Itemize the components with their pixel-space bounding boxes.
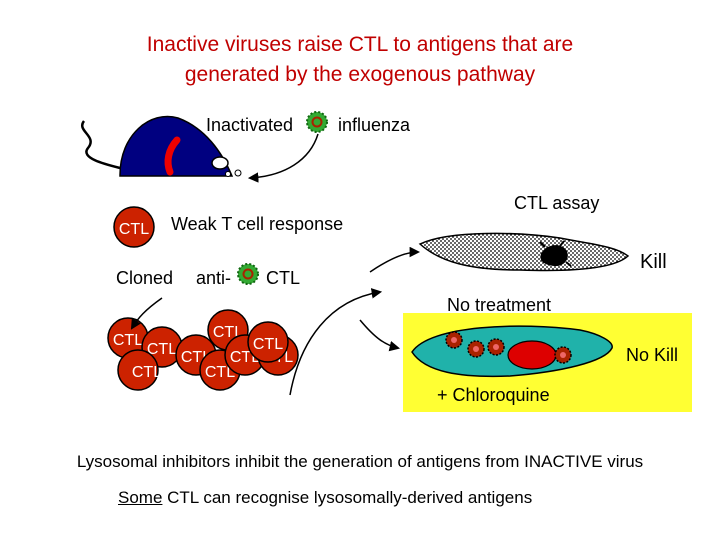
no-kill-label: No Kill <box>626 345 679 365</box>
arrow-icon <box>369 246 421 273</box>
lysosomal-statement: Lysosomal inhibitors inhibit the generat… <box>76 452 644 471</box>
chloroquine-label: + Chloroquine <box>437 385 550 405</box>
arrow-icon <box>289 288 383 396</box>
arrow-icon <box>130 297 163 330</box>
weak-response-label: Weak T cell response <box>171 214 344 234</box>
page-title: Inactive viruses raise CTL to antigens t… <box>0 30 720 90</box>
cloned-label: Cloned <box>116 268 174 288</box>
title-line-1: Inactive viruses raise CTL to antigens t… <box>146 33 574 56</box>
virus-icon <box>306 111 328 133</box>
mouse-icon <box>81 115 242 177</box>
ctl-cell-label: CTL <box>253 336 283 353</box>
virus-icon <box>487 338 505 356</box>
anti-label: anti- <box>196 268 232 288</box>
no-treatment-label: No treatment <box>447 295 552 315</box>
virus-icon <box>554 346 572 364</box>
kill-label: Kill <box>640 251 667 273</box>
ctl-label: CTL <box>266 268 301 288</box>
ctl-cell-icon: CTL <box>207 309 249 351</box>
virus-icon <box>237 263 259 285</box>
ctl-assay-label: CTL assay <box>514 193 600 213</box>
target-cell-killed-icon <box>418 232 630 272</box>
ctl-cell-label: CTL <box>132 364 162 381</box>
ctl-cell-label: CTL <box>147 341 177 358</box>
title-line-2: generated by the exogenous pathway <box>184 63 536 86</box>
target-cell-icon <box>411 325 613 378</box>
arrow-icon <box>247 133 319 183</box>
ctl-cell-icon: CTL <box>247 321 289 363</box>
ctl-cell-icon: CTL <box>117 349 162 391</box>
recognition-statement: Some CTL can recognise lysosomally-deriv… <box>118 488 532 508</box>
ctl-cell-label: CTL <box>205 364 235 381</box>
recognition-text: CTL can recognise lysosomally-derived an… <box>162 488 533 507</box>
arrow-icon <box>359 319 401 352</box>
ctl-cell-icon: CTL <box>113 206 155 248</box>
virus-icon <box>467 340 485 358</box>
inactivated-label: Inactivated <box>206 115 294 135</box>
ctl-clone-cluster: CTL CTL CTL CTL CTL CTL CTL CTL CTL <box>107 309 299 391</box>
ctl-cell-label: CTL <box>119 221 149 238</box>
influenza-label: influenza <box>338 115 411 135</box>
ctl-cell-label: CTL <box>113 332 143 349</box>
some-word: Some <box>118 488 163 507</box>
virus-icon <box>445 331 463 349</box>
